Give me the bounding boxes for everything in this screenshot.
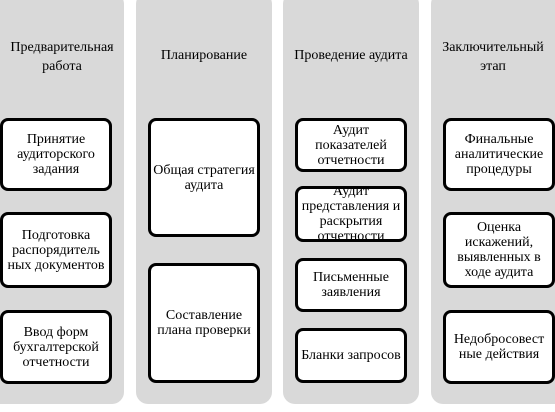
stage-title: Проведение аудита: [294, 48, 408, 63]
stage-column-planning: Планирование Общая стратегия аудита Сост…: [136, 0, 272, 404]
stage-title: Заключительный этап: [442, 40, 544, 74]
task-box: Оценка искажений, выявленных в ходе ауди…: [443, 212, 555, 288]
task-box: Составление плана проверки: [148, 263, 260, 383]
stage-column-final: Заключительный этап Финальные аналитичес…: [431, 0, 555, 404]
task-box: Ввод форм бухгалтерской отчетности: [0, 310, 112, 384]
task-box: Письменные заявления: [295, 258, 407, 312]
task-box: Аудит показателей отчетности: [295, 118, 407, 172]
task-box: Бланки запросов: [295, 328, 407, 383]
task-box: Недобросовест ные действия: [443, 310, 555, 384]
task-box: Подготовка распорядитель ных документов: [0, 212, 112, 288]
task-box: Принятие аудиторского задания: [0, 118, 112, 191]
task-box: Финальные аналитические процедуры: [443, 118, 555, 191]
task-box: Аудит представления и раскрытия отчетнос…: [295, 184, 407, 244]
stage-column-preliminary: Предварительная работа Принятие аудиторс…: [0, 0, 124, 404]
task-box: Общая стратегия аудита: [148, 118, 260, 237]
stage-title: Предварительная работа: [10, 40, 114, 74]
stage-title: Планирование: [160, 48, 248, 63]
stage-column-audit: Проведение аудита Аудит показателей отче…: [283, 0, 419, 404]
